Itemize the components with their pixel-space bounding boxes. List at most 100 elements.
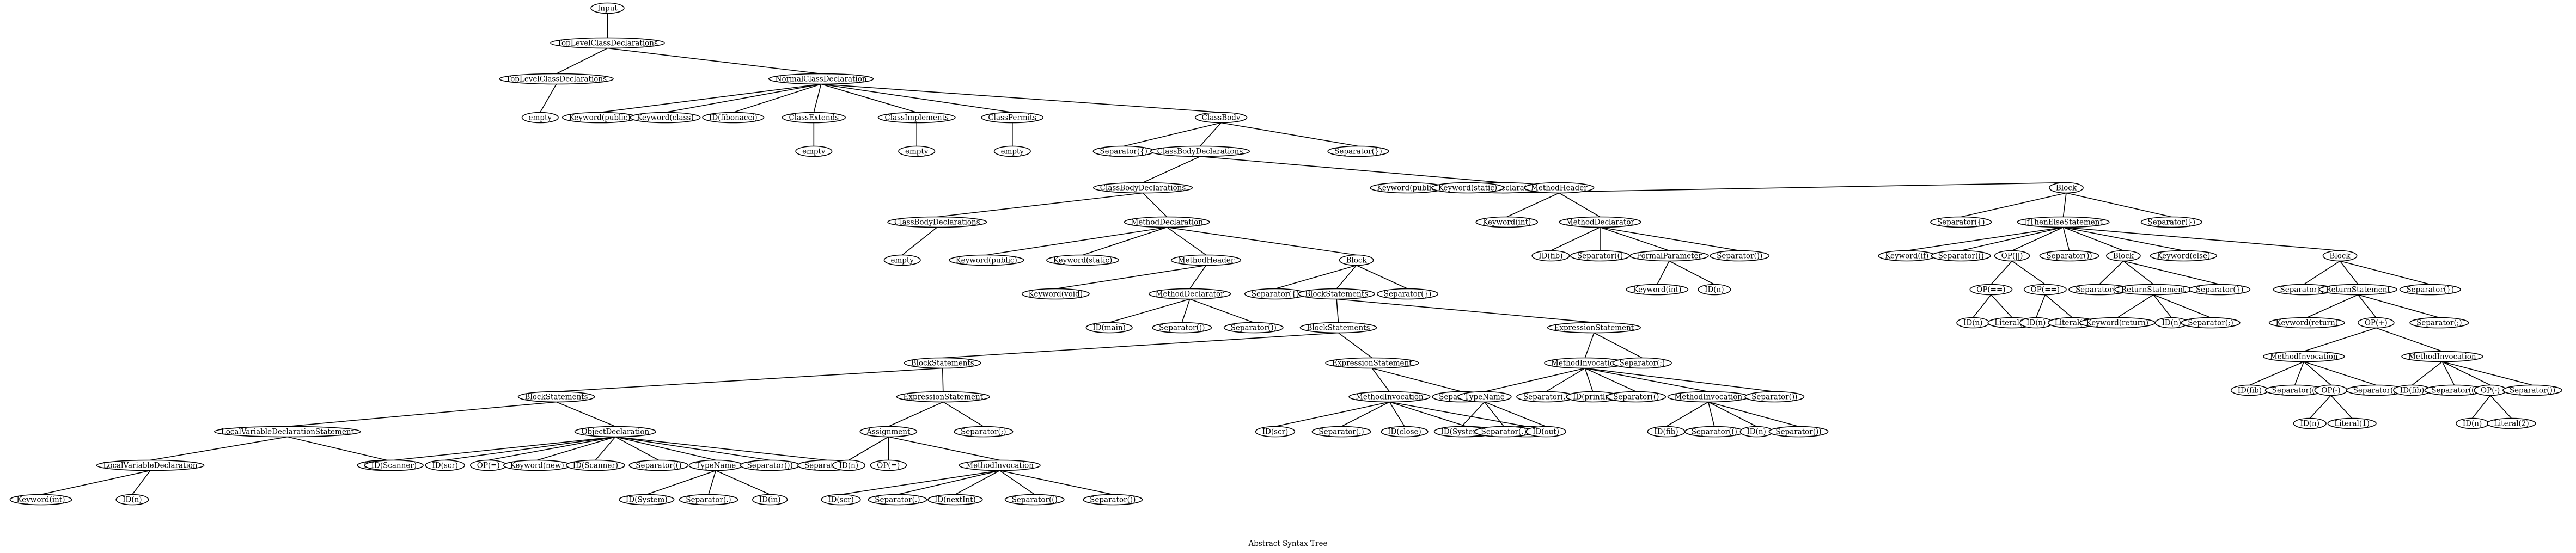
tree-node: Separator(() [1004,494,1065,506]
node-ellipse [1969,284,2013,296]
tree-edge [2442,361,2533,386]
node-label: ID(n) [1963,319,1982,328]
tree-node: Separator(.) [868,494,927,506]
node-ellipse [1150,145,1250,157]
tree-edge [1484,401,1546,427]
tree-edge [1551,226,1601,251]
node-ellipse [2327,417,2377,429]
tree-node: empty [993,145,1031,157]
tree-edge [733,83,821,113]
node-ellipse [2401,351,2483,362]
tree-node: Separator()) [1083,494,1143,506]
tree-node: BlockStatements [1299,322,1377,334]
tree-edge [1199,122,1222,147]
node-ellipse [1547,322,1641,334]
tree-node: MethodDeclarator [1559,216,1641,228]
tree-edge [955,470,1000,495]
node-ellipse [981,112,1044,124]
node-ellipse [521,112,559,124]
tree-edge [2441,361,2455,385]
node-label: OP(-) [2481,386,2500,395]
node-label: ID(Scanner) [371,462,417,470]
node-ellipse [1021,288,1090,300]
node-ellipse [1327,145,1389,157]
node-ellipse [702,112,765,124]
tree-node: ExpressionStatement [1547,322,1641,334]
tree-node: Separator(.) [679,494,738,506]
tree-edge [1585,367,1775,392]
tree-edge [2303,260,2340,285]
tree-edge [1336,265,1357,290]
node-ellipse [954,426,1014,438]
node-label: ID(fib) [2238,386,2262,395]
node-label: Block [2329,252,2351,261]
node-ellipse [2049,182,2084,194]
tree-edge [1189,298,1254,323]
node-ellipse [1170,254,1242,266]
tree-node: Separator(}) [1327,145,1389,157]
tree-node: ID(System) [619,494,675,506]
node-label: Separator(() [1159,324,1205,333]
tree-node: OP(=) [870,459,907,471]
tree-edge [2062,227,2070,251]
tree-node: OP(==) [2023,284,2067,296]
tree-edge [646,470,716,495]
tree-edge [1961,192,2067,218]
node-label: Separator({) [2280,286,2328,294]
tree-node: ID(Scanner) [565,459,625,471]
tree-node: ID(n) [1698,284,1731,296]
tree-node: Separator({) [1930,216,1992,228]
tree-node: Separator(() [628,459,689,471]
tree-node: ClassImplements [877,112,956,124]
node-label: MethodInvocation [1674,393,1742,402]
node-label: Keyword(else) [2157,252,2210,261]
tree-node: BlockStatements [517,391,595,403]
tree-node: ClassBodyDeclarations [1092,182,1193,194]
tree-edge [897,470,1000,495]
tree-node: Keyword(static) [1431,182,1504,194]
tree-node: ClassBody [1194,112,1248,124]
node-label: Keyword(void) [1029,290,1083,299]
node-label: LocalVariableDeclaration [103,462,197,470]
node-ellipse [1475,216,1539,228]
tree-edge [2063,226,2184,251]
node-label: BlockStatements [911,359,974,368]
tree-edge [999,470,1035,495]
tree-node: Separator(() [1606,391,1667,403]
tree-node: ExpressionStatement [1325,357,1419,369]
node-label: Separator(.) [1523,393,1568,402]
node-ellipse [1931,250,1991,262]
node-ellipse [821,494,861,506]
tree-node: MethodHeader [1170,254,1242,266]
node-label: Keyword(if) [1885,252,1928,261]
tree-node: ID(in) [752,494,788,506]
node-label: ExpressionStatement [1332,359,1412,368]
tree-edge [600,83,821,113]
node-ellipse [425,459,465,471]
node-label: ID(n) [2026,319,2046,328]
node-label: OP(==) [1976,286,2005,294]
node-label: Separator(.) [1481,428,1527,437]
tree-edge [1082,226,1167,256]
tree-node: Keyword(public) [561,112,638,124]
node-label: Separator(}) [2406,286,2454,294]
tree-edge [2153,294,2172,318]
node-label: MethodInvocation [2408,353,2476,361]
tree-node: Keyword(void) [1021,288,1090,300]
tree-node: ID(n) [115,494,149,506]
node-ellipse [832,459,865,471]
tree-node: Literal(1) [2327,417,2377,429]
tree-edge [2117,294,2154,318]
tree-edge [40,470,151,495]
node-label: Separator(.) [875,496,920,505]
node-label: Keyword(public) [569,114,631,122]
tree-node: MethodInvocation [2401,351,2483,362]
tree-node: Separator(;) [954,426,1014,438]
tree-edge [2012,226,2064,251]
tree-edge [287,436,387,461]
tree-node: Separator(.) [1516,391,1576,403]
node-ellipse [2263,351,2345,362]
node-ellipse [1194,112,1248,124]
tree-edge [2063,226,2124,251]
tree-node: Separator(() [1570,250,1630,262]
